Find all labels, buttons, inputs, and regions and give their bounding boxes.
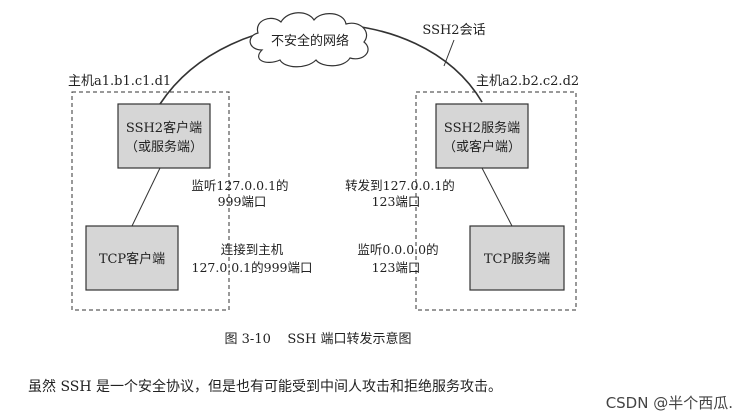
figure-caption: 图 3-10 SSH 端口转发示意图 <box>225 331 412 347</box>
csdn-watermark: CSDN @半个西瓜. <box>605 394 733 412</box>
right-listen-line-2: 123端口 <box>372 260 421 275</box>
ssh2-server-box: SSH2服务端 （或客户端） <box>435 103 529 169</box>
left-connect-line-2: 127.0.0.1的999端口 <box>192 260 313 275</box>
left-host-label: 主机a1.b1.c1.d1 <box>68 74 171 89</box>
tcp-client-box: TCP客户端 <box>85 225 179 291</box>
ssh2-client-box: SSH2客户端 （或服务端） <box>117 103 211 169</box>
network-label: 不安全的网络 <box>271 33 349 49</box>
ssh2-client-line-1: SSH2客户端 <box>126 120 202 136</box>
right-box-connector <box>481 167 513 227</box>
left-listen-line-2: 999端口 <box>218 194 267 209</box>
right-forward-line-2: 123端口 <box>372 194 421 209</box>
ssh2-server-line-2: （或客户端） <box>443 139 521 155</box>
left-host-boundary <box>71 91 230 311</box>
body-paragraph: 虽然 SSH 是一个安全协议，但是也有可能受到中间人攻击和拒绝服务攻击。 <box>28 379 503 395</box>
insecure-network-cloud: 不安全的网络 <box>249 12 369 68</box>
ssh2-server-line-1: SSH2服务端 <box>444 120 520 136</box>
right-forward-line-1: 转发到127.0.0.1的 <box>345 178 455 193</box>
right-host-boundary <box>415 91 577 311</box>
left-box-connector <box>131 167 161 227</box>
right-host-label: 主机a2.b2.c2.d2 <box>476 74 579 89</box>
tcp-server-box: TCP服务端 <box>469 225 565 291</box>
left-listen-line-1: 监听127.0.0.1的 <box>191 178 288 193</box>
session-label-pointer <box>443 39 455 67</box>
tcp-server-label: TCP服务端 <box>484 251 550 267</box>
ssh2-client-line-2: （或服务端） <box>125 139 203 155</box>
right-listen-line-1: 监听0.0.0.0的 <box>357 242 438 257</box>
tcp-client-label: TCP客户端 <box>99 251 165 267</box>
left-connect-line-1: 连接到主机 <box>221 242 284 257</box>
session-label: SSH2会话 <box>422 23 485 38</box>
